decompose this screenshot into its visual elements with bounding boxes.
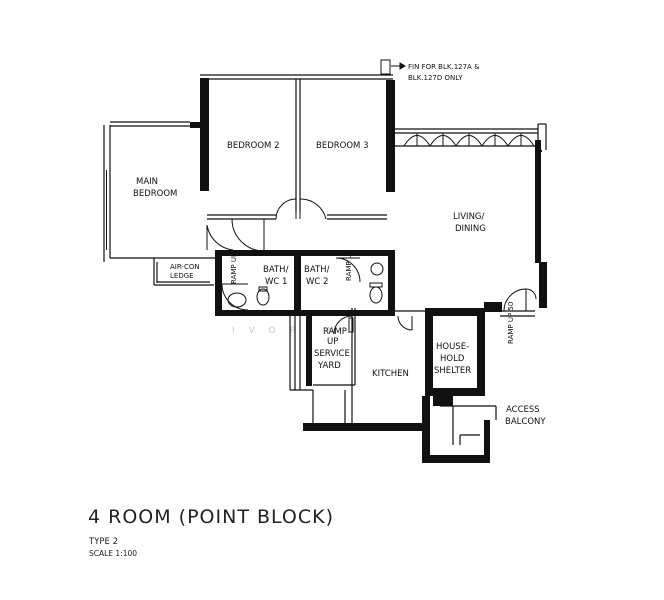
folding-window-living (403, 133, 535, 147)
room-label-main-bedroom-1: MAIN (136, 177, 158, 187)
room-label-living-1: LIVING/ (453, 212, 485, 222)
fin-note-line-1: FIN FOR BLK.127A & (408, 63, 480, 71)
room-label-bedroom-3: BEDROOM 3 (316, 141, 368, 151)
room-label-aircon-1: AIR-CON (170, 263, 200, 271)
room-label-service-1: SERVICE (314, 349, 350, 359)
fin-marker (380, 59, 406, 75)
room-label-main-bedroom-2: BEDROOM (133, 189, 177, 199)
room-label-bath-1-a: BATH/ (263, 265, 289, 275)
ramp-label-bath-2: RAMP UP (345, 250, 353, 281)
ramp-label-bath-1: RAMP UP (230, 253, 238, 284)
plan-title: 4 ROOM (POINT BLOCK) (88, 506, 334, 528)
heavy-walls (190, 78, 547, 463)
room-label-access-2: BALCONY (505, 417, 546, 427)
room-label-bath-2-a: BATH/ (304, 265, 330, 275)
watermark: IVORIN (232, 326, 347, 336)
room-label-service-2: YARD (317, 361, 341, 371)
sanitary-fixtures (227, 262, 384, 308)
room-label-aircon-2: LEDGE (170, 272, 194, 280)
room-label-service-ramp: RAMP (323, 327, 347, 337)
room-label-bedroom-2: BEDROOM 2 (227, 141, 279, 151)
room-label-shelter-3: SHELTER (434, 366, 471, 376)
thin-walls (103, 74, 547, 445)
doors (206, 198, 537, 335)
fin-note-line-2: BLK.127D ONLY (408, 74, 463, 82)
ramp-label-entrance: RAMP UP 50 (507, 302, 515, 344)
room-label-shelter-1: HOUSE- (436, 342, 469, 352)
room-label-access-1: ACCESS (506, 405, 540, 415)
plan-subtitle: TYPE 2 (89, 537, 118, 547)
room-label-kitchen: KITCHEN (372, 369, 409, 379)
room-label-bath-1-b: WC 1 (265, 277, 287, 287)
plan-scale: SCALE 1:100 (89, 549, 138, 558)
room-label-service-up: UP (327, 337, 338, 347)
room-label-bath-2-b: WC 2 (306, 277, 328, 287)
room-label-shelter-2: HOLD (440, 354, 465, 364)
room-label-living-2: DINING (455, 224, 486, 234)
